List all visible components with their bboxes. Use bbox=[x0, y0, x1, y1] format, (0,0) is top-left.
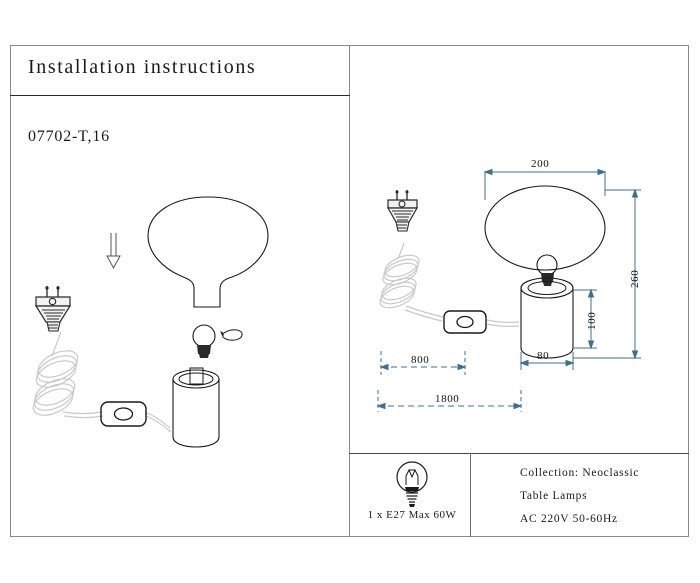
spec-row-divider bbox=[349, 453, 689, 454]
rotate-arrow-icon bbox=[220, 329, 243, 341]
dimension-lines-dashed bbox=[376, 351, 523, 412]
spec-category: Table Lamps bbox=[520, 490, 588, 502]
spec-electrical: AC 220V 50-60Hz bbox=[520, 513, 618, 525]
dimension-label-cord-total: 1800 bbox=[435, 393, 460, 405]
down-arrow-icon bbox=[106, 233, 121, 270]
title-divider bbox=[10, 95, 350, 96]
lamp-base-exploded bbox=[172, 367, 220, 448]
power-plug-icon-left bbox=[34, 286, 72, 332]
spec-cell-divider bbox=[470, 453, 471, 537]
power-cord-right bbox=[379, 242, 520, 327]
model-code: 07702-T,16 bbox=[28, 128, 110, 145]
bulb-exploded bbox=[192, 324, 216, 358]
dimension-label-cord-to-switch: 800 bbox=[411, 354, 430, 366]
power-cord-left bbox=[32, 331, 172, 433]
dimension-label-base-width: 80 bbox=[537, 350, 550, 362]
light-bulb-icon bbox=[396, 461, 428, 507]
power-plug-icon-right bbox=[386, 190, 419, 232]
panel-divider bbox=[349, 45, 350, 537]
glass-shade-assembled bbox=[484, 185, 606, 271]
product-specifications: Collection: Neoclassic Table Lamps AC 22… bbox=[520, 462, 639, 531]
inline-switch-icon-left bbox=[100, 401, 147, 427]
inline-switch-icon-right bbox=[443, 310, 487, 334]
bulb-spec-label: 1 x E27 Max 60W bbox=[367, 509, 457, 521]
glass-shade-exploded bbox=[147, 196, 269, 308]
page-title: Installation instructions bbox=[28, 56, 257, 78]
dimension-lines bbox=[483, 168, 641, 370]
spec-collection: Collection: Neoclassic bbox=[520, 467, 640, 479]
lamp-base-assembled bbox=[520, 277, 574, 359]
dimension-label-shade-width: 200 bbox=[531, 158, 550, 170]
